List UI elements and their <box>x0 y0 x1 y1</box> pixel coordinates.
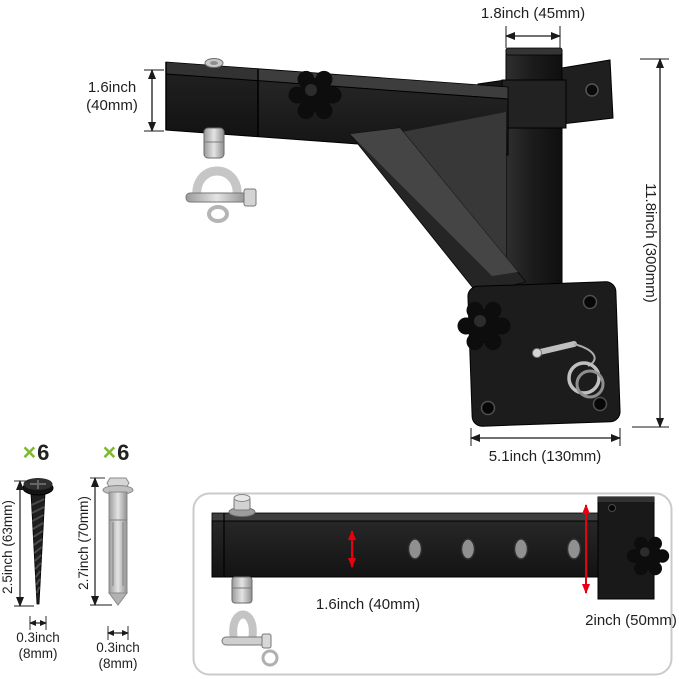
detail-panel <box>192 492 673 676</box>
anchor-count-label: × 6 <box>102 439 130 465</box>
screw-diameter-label: 0.3inch (8mm) <box>16 630 60 661</box>
beam-hole <box>407 538 423 560</box>
multiply-icon: × <box>22 439 37 465</box>
support-brace <box>349 127 527 295</box>
mount-hole <box>585 83 599 97</box>
anchor-diameter-label: 0.3inch (8mm) <box>96 640 140 671</box>
detail-post-size-label: 2inch (50mm) <box>585 612 677 629</box>
shackle-swivel <box>185 127 257 223</box>
phillips-slot <box>30 480 46 489</box>
detail-beam-height-label: 1.6inch (40mm) <box>315 596 421 613</box>
anchor-diameter-arrow <box>107 626 129 640</box>
beam-hole <box>566 538 582 560</box>
beam-hole <box>513 538 529 560</box>
dim-left-label: 1.6inch (40mm) <box>86 79 138 114</box>
beam-hole <box>460 538 476 560</box>
detail-shackle <box>221 494 279 667</box>
dim-top-arrow <box>505 26 561 48</box>
anchor-length-arrow <box>90 477 112 606</box>
dim-bottom-label: 5.1inch (130mm) <box>488 448 602 465</box>
dim-right-label: 11.8inch (300mm) <box>641 182 659 303</box>
anchor-illustration <box>102 477 134 606</box>
safety-pin-ring <box>532 341 605 399</box>
dim-top-label: 1.8inch (45mm) <box>480 5 586 22</box>
anchor-length-label: 2.7inch (70mm) <box>76 496 92 590</box>
screw-length-label: 2.5inch (63mm) <box>0 500 16 594</box>
screw-count-label: × 6 <box>22 439 50 465</box>
detail-beam <box>211 512 603 578</box>
dimension-lines <box>144 26 669 446</box>
multiply-icon: × <box>102 439 117 465</box>
plate-hole <box>480 400 496 416</box>
dim-right-arrow <box>632 58 669 428</box>
main-product-render <box>144 26 669 446</box>
screw-length-arrow <box>14 480 34 607</box>
plate-hole <box>582 294 598 310</box>
screw-illustration <box>22 478 54 605</box>
dim-bottom-arrow <box>470 428 621 446</box>
screw-diameter-arrow <box>29 616 47 630</box>
dim-left-arrow <box>144 69 164 132</box>
post-hole <box>608 504 616 512</box>
plate-hole <box>592 396 608 412</box>
